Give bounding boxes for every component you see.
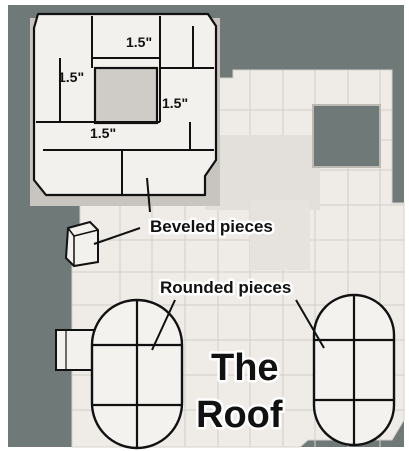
title-line-2: Roof — [196, 394, 283, 436]
square-opening — [313, 105, 380, 167]
beveled-pieces-label: Beveled pieces — [150, 217, 273, 236]
side-block — [56, 330, 96, 370]
title-line-1: The — [211, 347, 279, 389]
dimension-label-top: 1.5" — [126, 34, 152, 50]
dimension-label-left: 1.5" — [58, 69, 84, 85]
beveled-cube — [66, 222, 98, 266]
rounded-piece-right — [314, 295, 394, 445]
rounded-pieces-label: Rounded pieces — [160, 278, 291, 297]
dimension-label-right: 1.5" — [162, 95, 188, 111]
dimension-label-bottom: 1.5" — [90, 125, 116, 141]
block-frame — [30, 14, 220, 206]
rounded-piece-left — [92, 300, 182, 448]
